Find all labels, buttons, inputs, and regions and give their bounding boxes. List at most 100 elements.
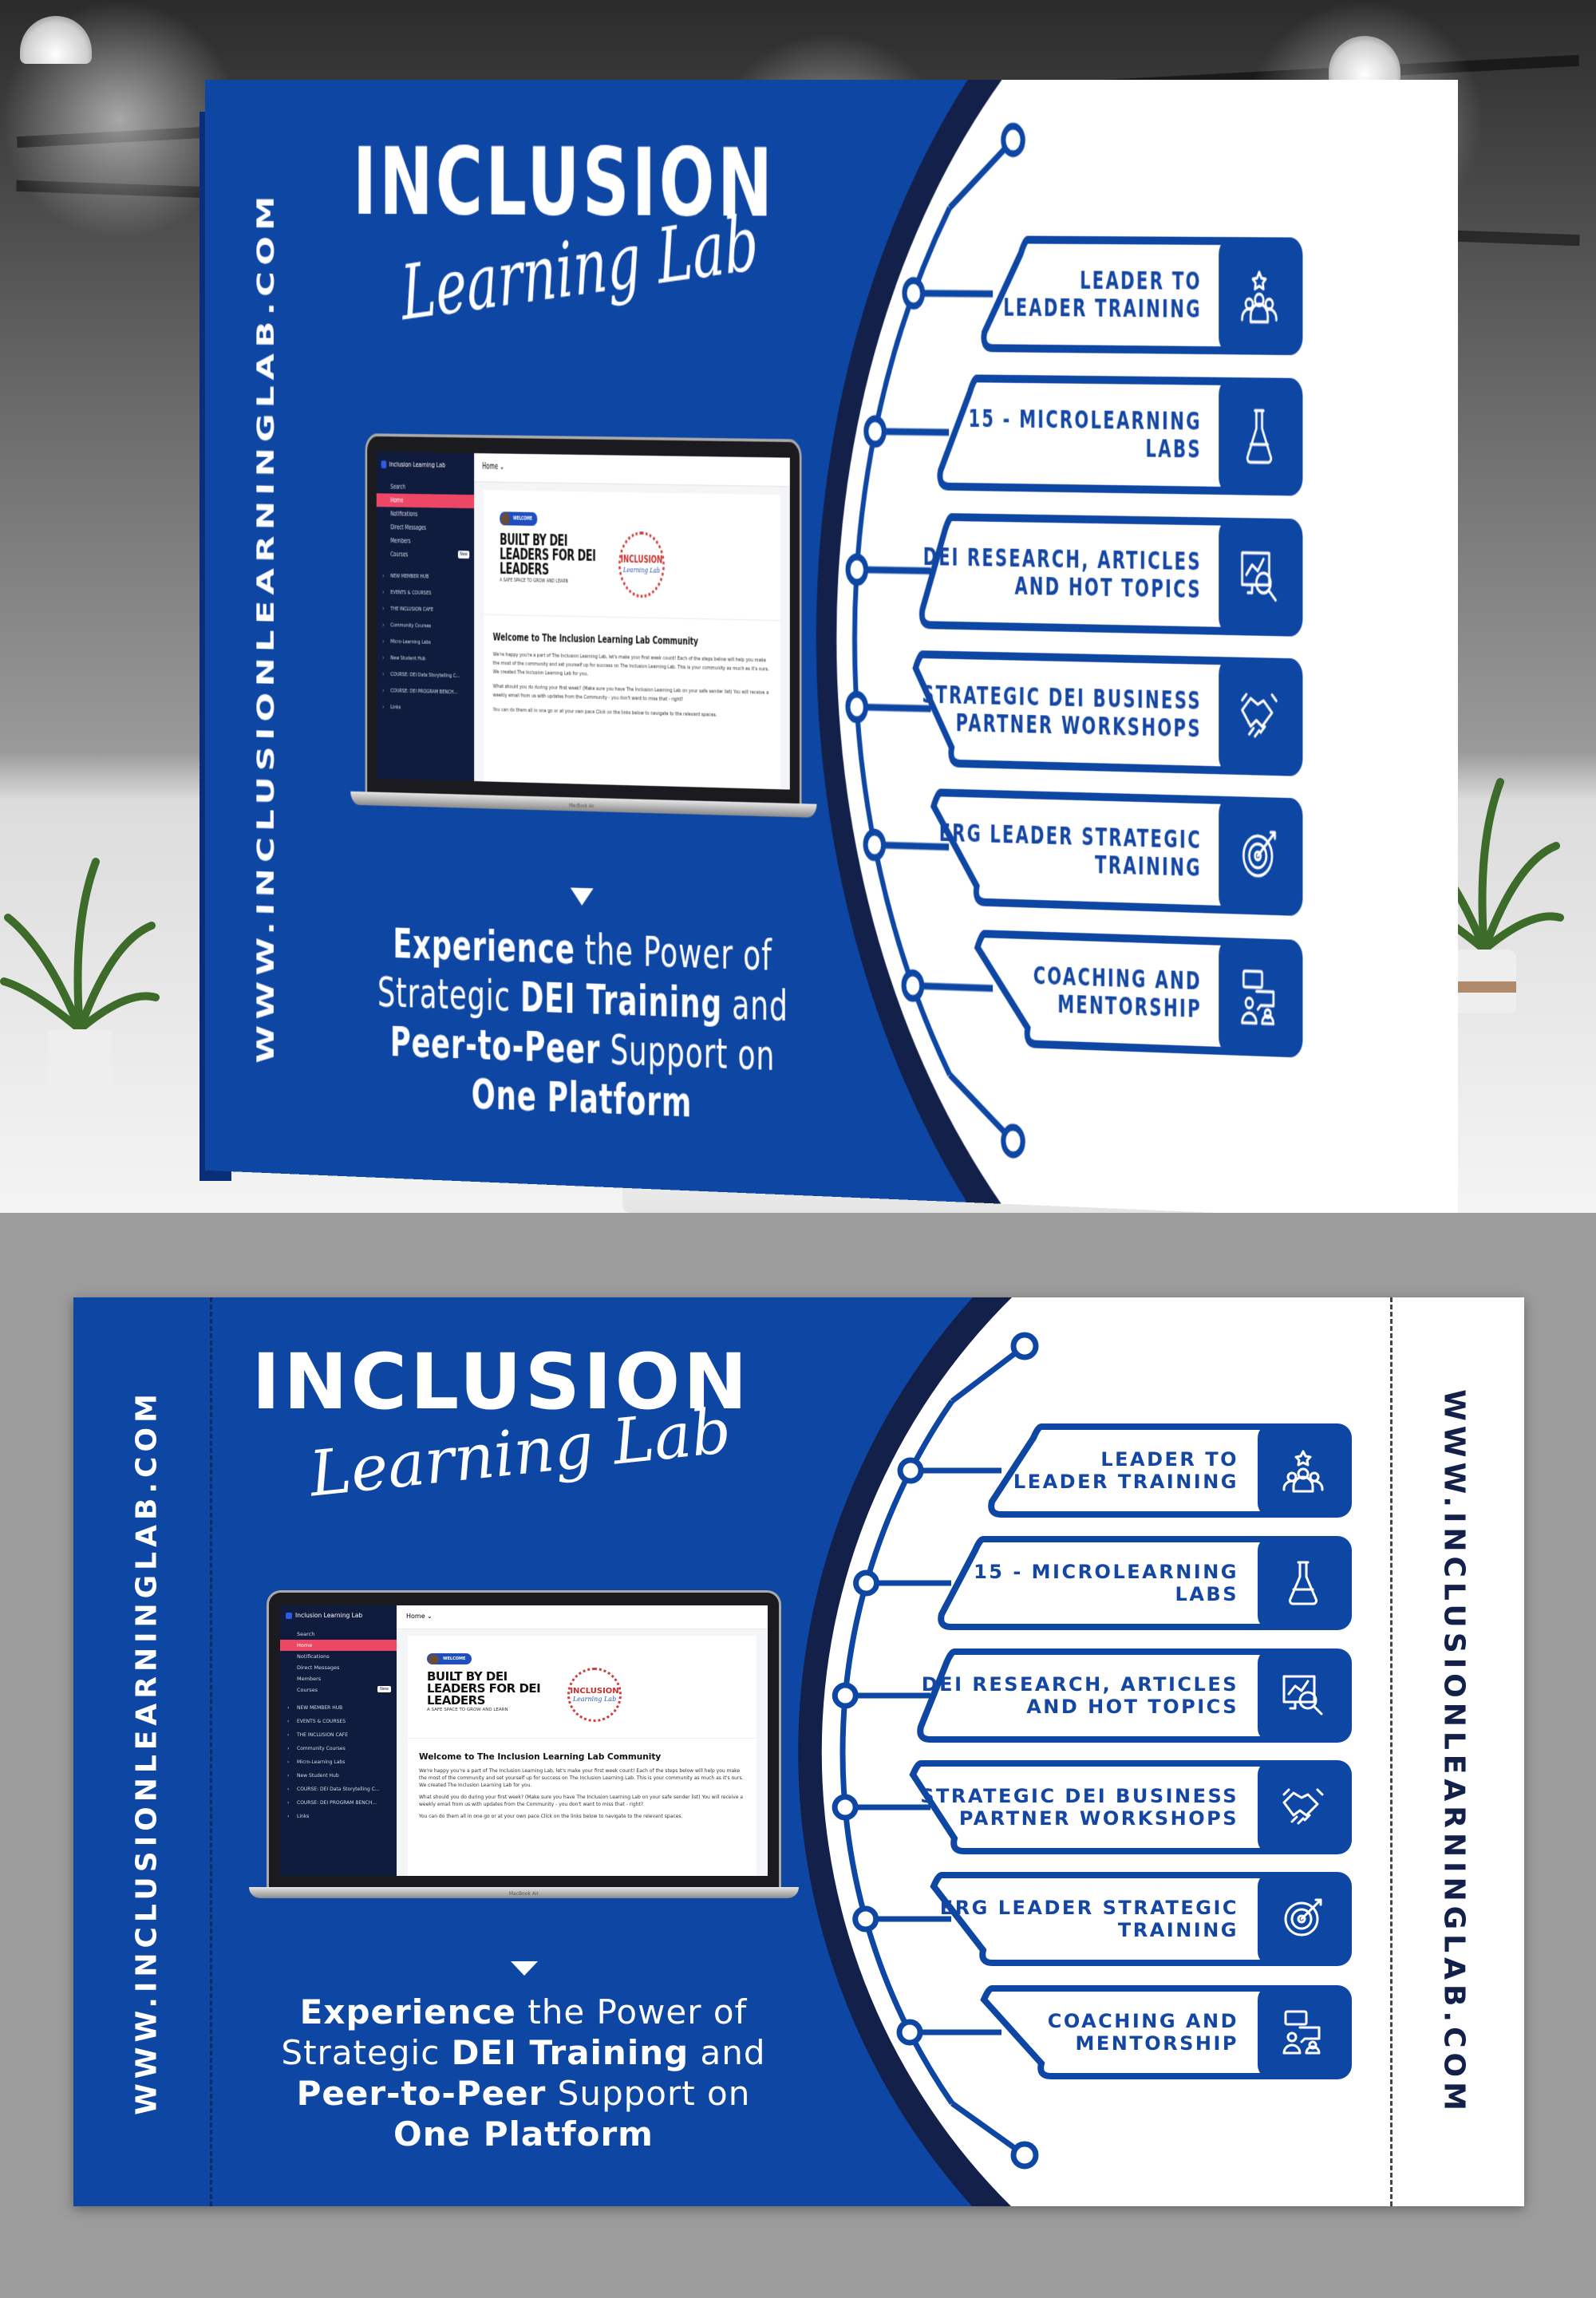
- post-paragraph: You can do them all in one go or at your…: [419, 1814, 683, 1819]
- nav-courses-label: Courses: [390, 550, 409, 559]
- laptop-mockup: Inclusion Learning Lab Search Home Notif…: [350, 433, 817, 827]
- circuit-node: [866, 419, 884, 444]
- service-label-line: STRATEGIC DEI BUSINESS: [920, 1785, 1238, 1807]
- fold-line-right: [1390, 1297, 1393, 2206]
- circuit-node: [866, 832, 884, 859]
- nav-home[interactable]: Home: [376, 493, 475, 509]
- circuit-arc: [839, 1400, 954, 2105]
- laptop-lid: Inclusion Learning Lab Search Home Notif…: [365, 433, 802, 807]
- nav-direct-messages[interactable]: Direct Messages: [297, 1664, 340, 1671]
- service-label-line: TRAINING: [1117, 1919, 1238, 1941]
- booth-photo: WWW.INCLUSIONLEARNINGLAB.COM INCLUSION L…: [0, 0, 1596, 1213]
- nav-notifications[interactable]: Notifications: [297, 1653, 330, 1660]
- space-group[interactable]: COURSE: DEI Data Storytelling C...: [377, 667, 474, 685]
- home-dropdown[interactable]: Home ⌄: [474, 452, 790, 488]
- service-label-line: LEADER TRAINING: [1003, 294, 1202, 324]
- space-group[interactable]: EVENTS & COURSES: [280, 1716, 397, 1729]
- workspace-switcher[interactable]: Inclusion Learning Lab: [377, 460, 474, 481]
- post-paragraph: What should you do during your first wee…: [419, 1795, 744, 1807]
- circuit-line: [950, 1344, 1027, 1404]
- space-group[interactable]: Community Courses: [280, 1743, 397, 1756]
- service-label-line: LABS: [1145, 435, 1202, 464]
- space-group[interactable]: THE INCLUSION CAFE: [280, 1729, 397, 1743]
- tagline-text: and: [689, 2033, 766, 2072]
- tagline-text: Support on: [546, 2074, 751, 2113]
- nav-search[interactable]: Search: [390, 483, 405, 492]
- service-label-line: ERG LEADER STRATEGIC: [939, 1897, 1238, 1919]
- nav-home[interactable]: Home: [280, 1640, 397, 1651]
- space-group[interactable]: EVENTS & COURSES: [377, 585, 474, 603]
- space-group[interactable]: Micro-Learning Labs: [280, 1756, 397, 1770]
- booth-banner: WWW.INCLUSIONLEARNINGLAB.COM INCLUSION L…: [205, 80, 1458, 1213]
- service-cards: [832, 1423, 1352, 2079]
- circuit-node: [1003, 126, 1023, 154]
- service-label-line: COACHING AND: [1047, 2010, 1238, 2032]
- tagline-bold: One Platform: [393, 2114, 654, 2154]
- space-group[interactable]: COURSE: DEI PROGRAM BENCH...: [280, 1797, 397, 1810]
- space-group[interactable]: Links: [377, 700, 474, 719]
- app-sidebar: Inclusion Learning Lab Search Home Notif…: [280, 1605, 397, 1876]
- space-group[interactable]: NEW MEMBER HUB: [377, 568, 474, 586]
- flask-icon: [1288, 1561, 1318, 1605]
- banner: WWW.INCLUSIONLEARNINGLAB.COM WWW.INCLUSI…: [73, 1297, 1524, 2206]
- app-main: Home ⌄ WELCOME BUILT BY DEI LEADERS FOR …: [474, 452, 790, 790]
- banner-background: [816, 80, 1458, 1213]
- mentorship-chat-icon: [1282, 2010, 1321, 2055]
- workspace-icon: [286, 1612, 292, 1619]
- space-group[interactable]: Community Courses: [377, 618, 474, 636]
- space-group[interactable]: COURSE: DEI Data Storytelling C...: [280, 1783, 397, 1797]
- icon-box: [1219, 517, 1303, 637]
- nav-search[interactable]: Search: [297, 1631, 315, 1637]
- down-triangle-icon: [570, 887, 594, 906]
- space-group[interactable]: New Student Hub: [377, 650, 474, 669]
- space-group[interactable]: COURSE: DEI PROGRAM BENCH...: [377, 683, 474, 701]
- potted-plant: [0, 858, 160, 1093]
- space-group[interactable]: NEW MEMBER HUB: [280, 1702, 397, 1716]
- circuit-node: [1010, 2141, 1039, 2170]
- space-group[interactable]: New Student Hub: [280, 1770, 397, 1783]
- laptop-screen: Inclusion Learning Lab Search Home Notif…: [376, 452, 790, 790]
- down-triangle-icon: [511, 1961, 538, 1976]
- tagline-bold: DEI Training: [519, 973, 722, 1029]
- service-label-line: PARTNER WORKSHOPS: [958, 1807, 1238, 1830]
- hero-title: BUILT BY DEI LEADERS FOR DEI LEADERS: [500, 531, 596, 578]
- new-badge: New: [458, 551, 470, 559]
- nav-members[interactable]: Members: [390, 536, 411, 545]
- post-paragraph: We're happy you're a part of The Inclusi…: [419, 1768, 744, 1788]
- tagline-text: Support on: [600, 1025, 776, 1080]
- nav-notifications[interactable]: Notifications: [390, 510, 418, 519]
- circuit-node: [848, 557, 867, 582]
- home-dropdown[interactable]: Home ⌄: [397, 1605, 768, 1629]
- nav-courses[interactable]: Courses New: [377, 547, 474, 563]
- hero-subtitle: A SAFE SPACE TO GROW AND LEARN: [427, 1708, 508, 1712]
- service-label-line: LEADER TO: [1100, 1448, 1238, 1471]
- nav-direct-messages[interactable]: Direct Messages: [390, 523, 426, 532]
- space-group[interactable]: Links: [280, 1810, 397, 1824]
- service-label-line: LABS: [1175, 1583, 1238, 1605]
- icon-box: [1219, 657, 1303, 776]
- workspace-name: Inclusion Learning Lab: [295, 1612, 363, 1619]
- welcome-badge: WELCOME: [500, 511, 538, 527]
- tagline: Experience the Power of Strategic DEI Tr…: [314, 916, 855, 1134]
- nav-members[interactable]: Members: [297, 1676, 322, 1682]
- service-label-line: LEADER TRAINING: [1013, 1471, 1238, 1493]
- workspace-switcher[interactable]: Inclusion Learning Lab: [280, 1612, 397, 1629]
- handshake-icon: [1282, 1788, 1324, 1825]
- space-group[interactable]: THE INCLUSION CAFE: [377, 601, 474, 619]
- space-group[interactable]: Micro-Learning Labs: [377, 634, 474, 653]
- tagline-text: Strategic: [281, 2033, 452, 2072]
